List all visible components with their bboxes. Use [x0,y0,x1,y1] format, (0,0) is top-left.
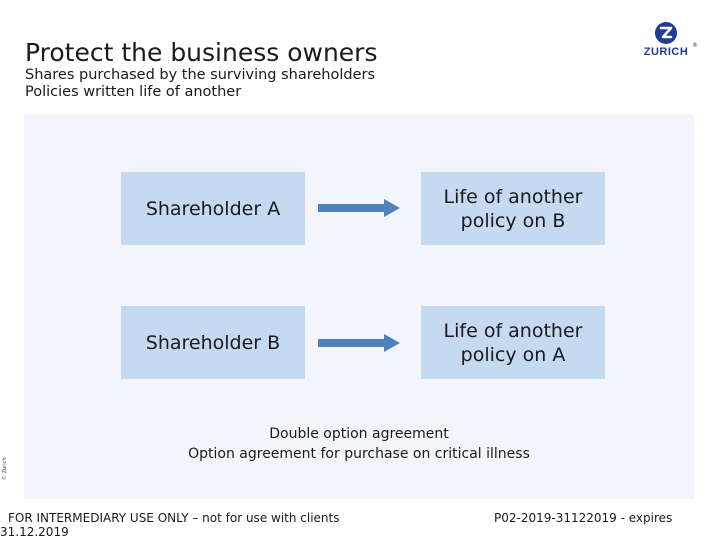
side-copyright: © Zurich [2,457,8,480]
shareholder-a-box: Shareholder A [121,172,305,245]
zurich-wordmark: ZURICH [643,46,689,58]
zurich-logo: ZURICH ® [637,22,698,62]
shareholder-b-label: Shareholder B [145,331,281,354]
subtitle-line-2: Policies written life of another [25,84,242,100]
policy-on-b-box: Life of another policy on B [421,172,605,245]
right-arrow-icon [318,334,400,352]
page-title: Protect the business owners [25,38,378,67]
registered-mark: ® [692,42,698,49]
footer-disclaimer: FOR INTERMEDIARY USE ONLY – not for use … [0,511,340,539]
shareholder-a-label: Shareholder A [145,197,281,220]
policy-on-b-label: Life of another policy on B [443,185,583,232]
zurich-z-logo-icon [655,22,677,44]
footer-reference: P02-2019-31122019 - expires [494,511,673,525]
policy-on-a-label: Life of another policy on A [443,319,583,366]
subtitle-line-1: Shares purchased by the surviving shareh… [25,67,376,83]
footer-disclaimer-line-1: FOR INTERMEDIARY USE ONLY – not for use … [8,511,340,525]
policy-on-a-box: Life of another policy on A [421,306,605,379]
caption-double-option: Double option agreement [269,426,449,442]
right-arrow-icon [318,199,400,217]
shareholder-b-box: Shareholder B [121,306,305,379]
caption-critical-illness: Option agreement for purchase on critica… [188,446,530,462]
footer-disclaimer-line-2: 31.12.2019 [0,525,69,539]
